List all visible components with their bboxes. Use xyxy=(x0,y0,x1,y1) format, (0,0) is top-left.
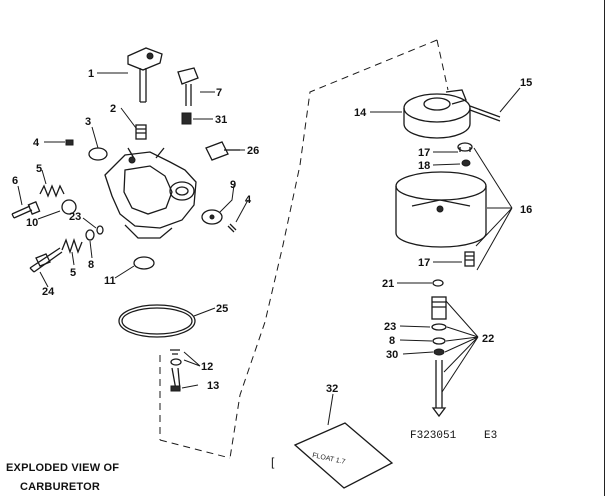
screw-4a-part xyxy=(65,139,74,146)
callout-26: 26 xyxy=(247,145,259,157)
phantom-assembly-outline xyxy=(159,39,449,459)
callout-16: 16 xyxy=(520,204,532,216)
callout-4a: 4 xyxy=(33,137,40,149)
spring-5a-part xyxy=(39,184,65,198)
throttle-shaft-part xyxy=(127,47,163,103)
callout-30: 30 xyxy=(386,349,398,361)
stray-mark: [ xyxy=(271,455,275,469)
seat-18-part xyxy=(461,159,471,167)
callout-14: 14 xyxy=(354,107,367,119)
figure-suffix: E3 xyxy=(484,430,498,442)
pin-15-part xyxy=(469,105,501,122)
valve-17a-part xyxy=(457,142,473,152)
throttle-valve-part xyxy=(88,147,108,161)
callout-21: 21 xyxy=(382,278,394,290)
carburetor-body-part xyxy=(104,147,197,239)
callout-11: 11 xyxy=(104,275,116,287)
paper-gasket-32-part: FLOAT 1.7 xyxy=(293,422,394,489)
caption-line-2: CARBURETOR xyxy=(20,481,101,493)
figure-caption: EXPLODED VIEW OF CARBURETOR xyxy=(6,459,119,497)
throttle-screw-part xyxy=(135,124,147,140)
callout-13: 13 xyxy=(207,380,219,392)
float-bowl-16-part xyxy=(395,171,487,248)
leader-lines xyxy=(17,72,521,426)
callout-17b: 17 xyxy=(418,257,430,269)
callout-23a: 23 xyxy=(69,211,81,223)
callout-22: 22 xyxy=(482,333,494,345)
callout-15: 15 xyxy=(520,77,532,89)
washer-21-part xyxy=(432,279,444,287)
callout-9: 9 xyxy=(230,179,236,191)
washer-10-part xyxy=(61,199,77,215)
screw-7-part xyxy=(177,67,199,106)
gasket-ring-25-part xyxy=(118,304,196,338)
o-ring-8-part xyxy=(85,229,95,241)
spring-5b-part xyxy=(61,237,83,255)
callout-32: 32 xyxy=(326,383,338,395)
figure-code: F323051 xyxy=(410,430,457,442)
fitting-26-part xyxy=(205,141,240,161)
callout-10: 10 xyxy=(26,217,38,229)
bolt-13-part xyxy=(170,367,181,392)
callout-5a: 5 xyxy=(36,163,42,175)
callout-23b: 23 xyxy=(384,321,396,333)
callout-8b: 8 xyxy=(389,335,395,347)
callout-4b: 4 xyxy=(245,194,252,206)
needle-screw-part xyxy=(11,201,41,219)
callout-labels: 1 2 3 4 5 6 10 23 8 5 24 11 9 4 25 12 13… xyxy=(12,68,532,395)
callout-31: 31 xyxy=(215,114,227,126)
callout-6: 6 xyxy=(12,175,18,187)
float-housing-14-part xyxy=(403,89,471,139)
page-edge-line xyxy=(604,0,605,496)
callout-7: 7 xyxy=(216,87,222,99)
callout-24: 24 xyxy=(42,286,55,298)
callout-3: 3 xyxy=(85,116,91,128)
seal-23-part xyxy=(96,225,104,235)
screw-4b-part xyxy=(227,223,237,233)
callout-18: 18 xyxy=(418,160,430,172)
washer-12-part xyxy=(170,349,182,366)
callout-5b: 5 xyxy=(70,267,76,279)
callout-12: 12 xyxy=(201,361,213,373)
callout-25: 25 xyxy=(216,303,228,315)
valve-17b-part xyxy=(464,251,475,267)
callout-17a: 17 xyxy=(418,147,430,159)
caption-line-1: EXPLODED VIEW OF xyxy=(6,462,120,474)
spring-31-part xyxy=(181,112,192,125)
callout-8a: 8 xyxy=(88,259,94,271)
cup-11-part xyxy=(133,256,155,270)
needle-24-part xyxy=(29,247,63,273)
plate-9-part xyxy=(201,209,223,225)
jet-22-part xyxy=(431,296,447,418)
callout-2: 2 xyxy=(110,103,116,115)
callout-1: 1 xyxy=(88,68,94,80)
